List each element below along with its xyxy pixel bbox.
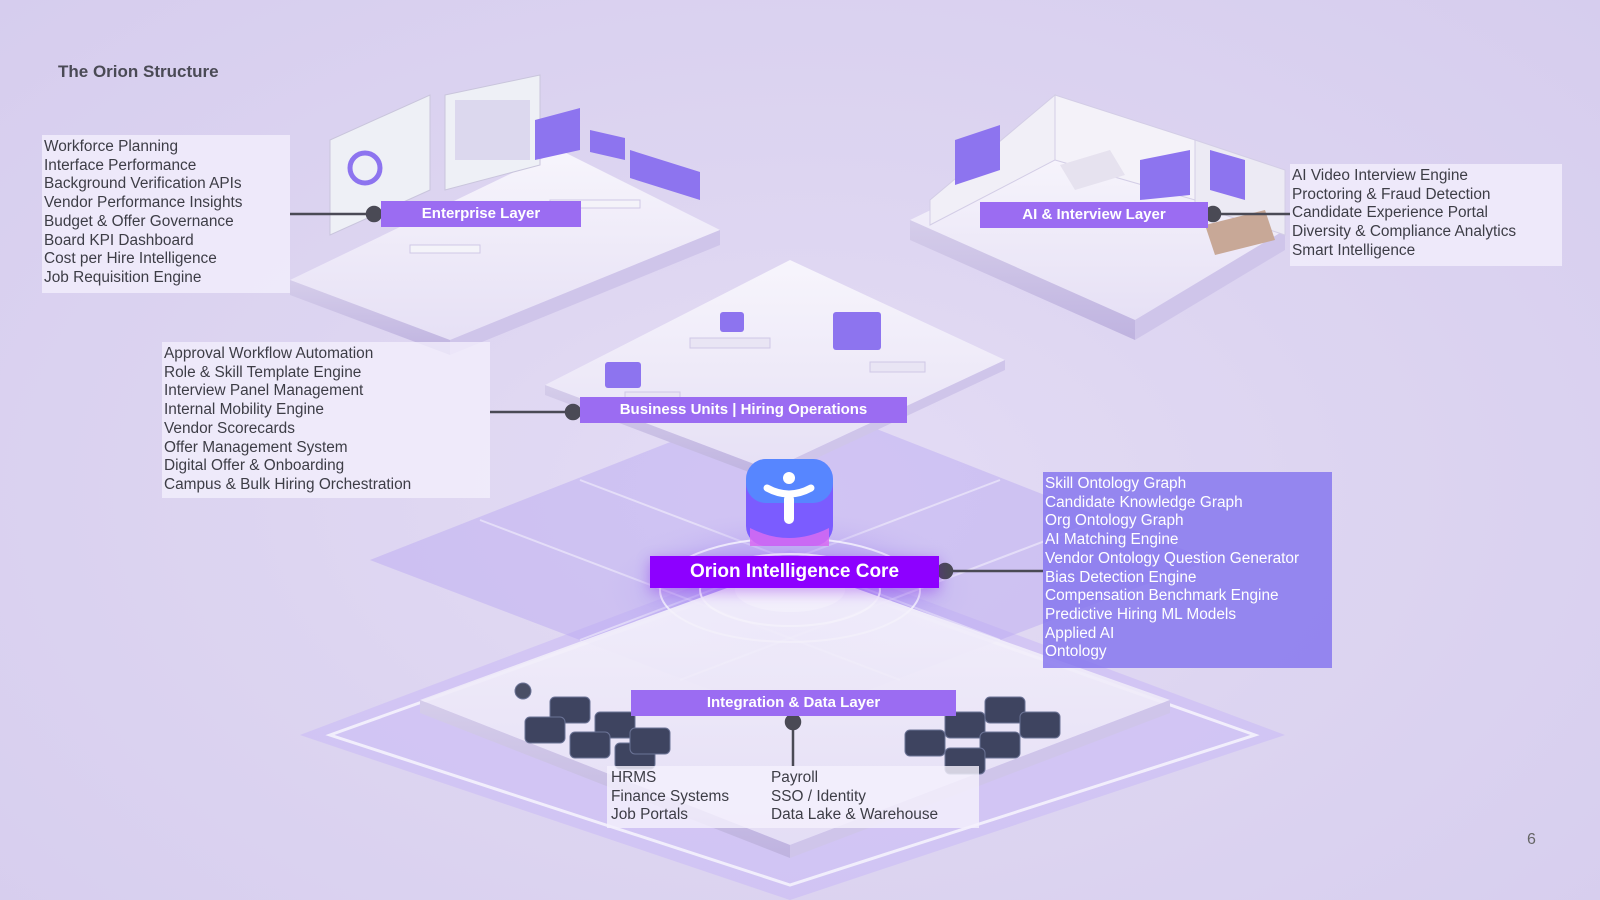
list-item: Internal Mobility Engine [164,401,324,419]
list-item: Campus & Bulk Hiring Orchestration [164,475,412,493]
ai-interview-layer-label: AI & Interview Layer [980,202,1208,228]
list-item: Vendor Ontology Question Generator [1045,549,1300,567]
list-item: Job Requisition Engine [44,268,202,286]
list-item: Payroll [771,769,819,786]
integration-column-1: HRMS Finance Systems Job Portals [611,769,729,825]
list-item: Vendor Performance Insights [44,194,243,212]
server-blocks-left [514,682,671,770]
core-items-list: Skill Ontology Graph Candidate Knowledge… [1043,472,1332,668]
core-logo-icon [746,459,833,546]
list-item: Board KPI Dashboard [44,231,194,249]
connector-lines [290,205,1290,766]
integration-layer-label: Integration & Data Layer [631,690,956,716]
list-item: Compensation Benchmark Engine [1045,587,1279,605]
list-item: Workforce Planning [44,138,179,155]
list-item: Data Lake & Warehouse [771,806,939,824]
list-item: Applied AI [1045,624,1115,642]
enterprise-building [290,74,720,355]
list-item: Skill Ontology Graph [1045,475,1187,492]
ai-interview-building [910,93,1286,340]
ai-interview-items-list: AI Video Interview Engine Proctoring & F… [1290,164,1562,266]
list-item: Offer Management System [164,438,348,456]
core-label: Orion Intelligence Core [650,556,939,588]
server-blocks-right [904,696,1061,775]
business-items-list: Approval Workflow Automation Role & Skil… [162,342,490,498]
business-platform [545,260,1005,480]
list-item: AI Video Interview Engine [1292,167,1468,184]
list-item: Diversity & Compliance Analytics [1292,223,1517,241]
list-item: Org Ontology Graph [1045,512,1184,530]
list-item: Finance Systems [611,787,730,805]
list-item: Predictive Hiring ML Models [1045,605,1237,623]
list-item: Ontology [1045,643,1107,661]
list-item: Job Portals [611,806,688,824]
list-item: Digital Offer & Onboarding [164,457,345,475]
list-item: Proctoring & Fraud Detection [1292,185,1491,203]
business-units-label: Business Units | Hiring Operations [580,397,907,423]
list-item: Bias Detection Engine [1045,568,1197,586]
enterprise-layer-label: Enterprise Layer [381,201,581,227]
integration-column-2: Payroll SSO / Identity Data Lake & Wareh… [771,769,938,825]
list-item: Budget & Offer Governance [44,212,234,230]
list-item: Smart Intelligence [1292,241,1416,259]
list-item: HRMS [611,769,657,786]
page-number: 6 [1527,831,1536,848]
list-item: Interface Performance [44,156,197,174]
list-item: AI Matching Engine [1045,531,1179,549]
list-item: Candidate Knowledge Graph [1045,493,1243,511]
slide-title: The Orion Structure [58,62,219,81]
list-item: Interview Panel Management [164,382,364,400]
integration-items: HRMS Finance Systems Job Portals Payroll… [607,766,979,828]
list-item: Cost per Hire Intelligence [44,250,217,268]
list-item: Background Verification APIs [44,175,242,193]
list-item: Vendor Scorecards [164,419,295,437]
list-item: SSO / Identity [771,787,866,805]
list-item: Role & Skill Template Engine [164,363,362,381]
list-item: Approval Workflow Automation [164,345,374,362]
enterprise-items-list: Workforce Planning Interface Performance… [42,135,290,293]
list-item: Candidate Experience Portal [1292,204,1488,222]
